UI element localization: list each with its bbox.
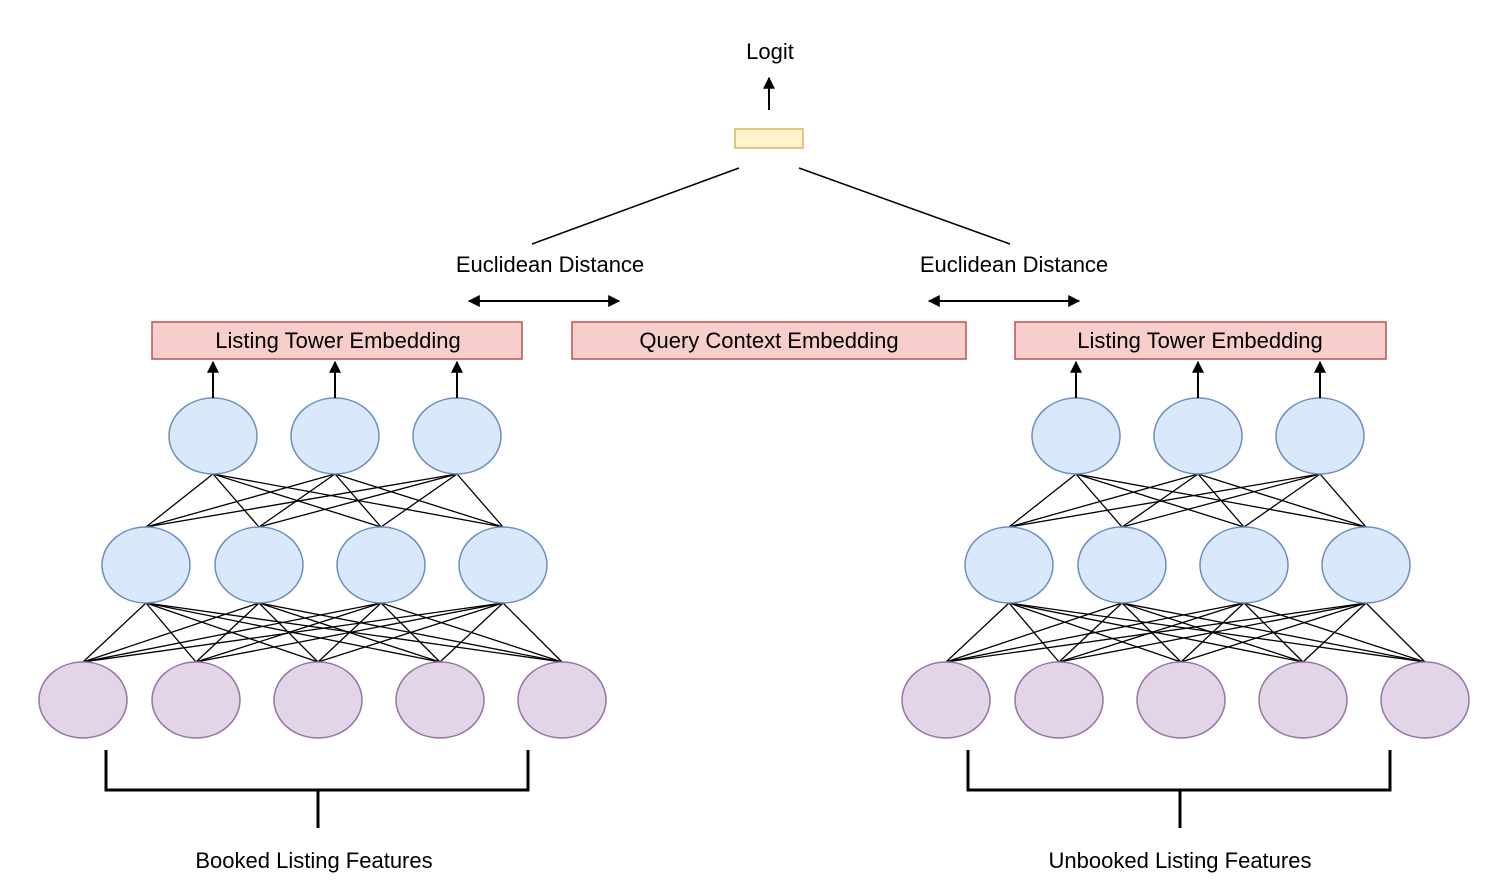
unbooked-connection [1197,473,1367,528]
left-distance-label: Euclidean Distance [456,252,644,277]
booked-connection [145,473,336,528]
unbooked-connection [1008,473,1077,528]
booked-input-node [517,661,607,739]
booked-connection [212,473,504,528]
booked-hidden1-node [101,526,191,604]
booked-features-caption: Booked Listing Features [195,848,432,873]
unbooked-hidden2-node [1275,397,1365,475]
unbooked-connection [1121,602,1426,663]
right-distance-connector [798,167,1011,245]
unbooked-connection [1008,473,1199,528]
unbooked-connection [1008,602,1182,663]
right-features-bracket [966,750,1392,828]
unbooked-input-node [1136,661,1226,739]
unbooked-connection [1075,473,1245,528]
unbooked-listing-tower [901,360,1470,739]
booked-connection [82,602,147,663]
booked-hidden2-node [290,397,380,475]
booked-connection [334,473,504,528]
unbooked-input-node [901,661,991,739]
unbooked-hidden1-node [964,526,1054,604]
unbooked-connection [945,602,1010,663]
right-listing-embedding-label: Listing Tower Embedding [1077,328,1322,353]
booked-connection [145,602,441,663]
booked-input-node [38,661,128,739]
left-listing-embedding-label: Listing Tower Embedding [215,328,460,353]
booked-connection [145,602,319,663]
booked-hidden1-node [458,526,548,604]
unbooked-connection [1058,602,1123,663]
right-listing-embedding: Listing Tower Embedding [1014,321,1387,360]
unbooked-input-node [1380,661,1470,739]
logit-label: Logit [746,39,794,64]
booked-hidden2-node [168,397,258,475]
booked-connection [212,473,382,528]
left-distance-connector [531,167,740,245]
booked-input-node [395,661,485,739]
unbooked-hidden1-node [1199,526,1289,604]
booked-hidden2-node [412,397,502,475]
booked-hidden1-node [336,526,426,604]
booked-connection [145,473,458,528]
booked-input-node [151,661,241,739]
booked-listing-tower [38,360,607,739]
booked-connection [380,602,563,663]
booked-input-node [273,661,363,739]
unbooked-connection [1121,602,1182,663]
booked-connection [212,473,260,528]
booked-connection [258,602,319,663]
unbooked-connection [1365,602,1426,663]
left-features-bracket [104,750,530,828]
unbooked-connection [1075,473,1123,528]
booked-connection [195,602,260,663]
unbooked-hidden2-node [1153,397,1243,475]
booked-connection [145,602,197,663]
logit-node [734,128,804,149]
unbooked-features-caption: Unbooked Listing Features [1049,848,1312,873]
booked-connection [145,473,214,528]
unbooked-connection [1075,473,1367,528]
unbooked-hidden2-node [1031,397,1121,475]
unbooked-input-node [1258,661,1348,739]
booked-hidden1-node [214,526,304,604]
unbooked-connection [1243,602,1426,663]
unbooked-hidden1-node [1321,526,1411,604]
unbooked-connection [1319,473,1367,528]
unbooked-input-node [1014,661,1104,739]
booked-connection [502,602,563,663]
booked-connection [145,602,563,663]
unbooked-connection [1008,473,1321,528]
unbooked-connection [1008,602,1304,663]
booked-connection [258,602,563,663]
right-distance-label: Euclidean Distance [920,252,1108,277]
query-context-embedding: Query Context Embedding [571,321,967,360]
left-listing-embedding: Listing Tower Embedding [151,321,523,360]
unbooked-connection [1008,602,1060,663]
unbooked-hidden1-node [1077,526,1167,604]
booked-connection [456,473,504,528]
query-context-embedding-label: Query Context Embedding [639,328,898,353]
unbooked-connection [1008,602,1426,663]
